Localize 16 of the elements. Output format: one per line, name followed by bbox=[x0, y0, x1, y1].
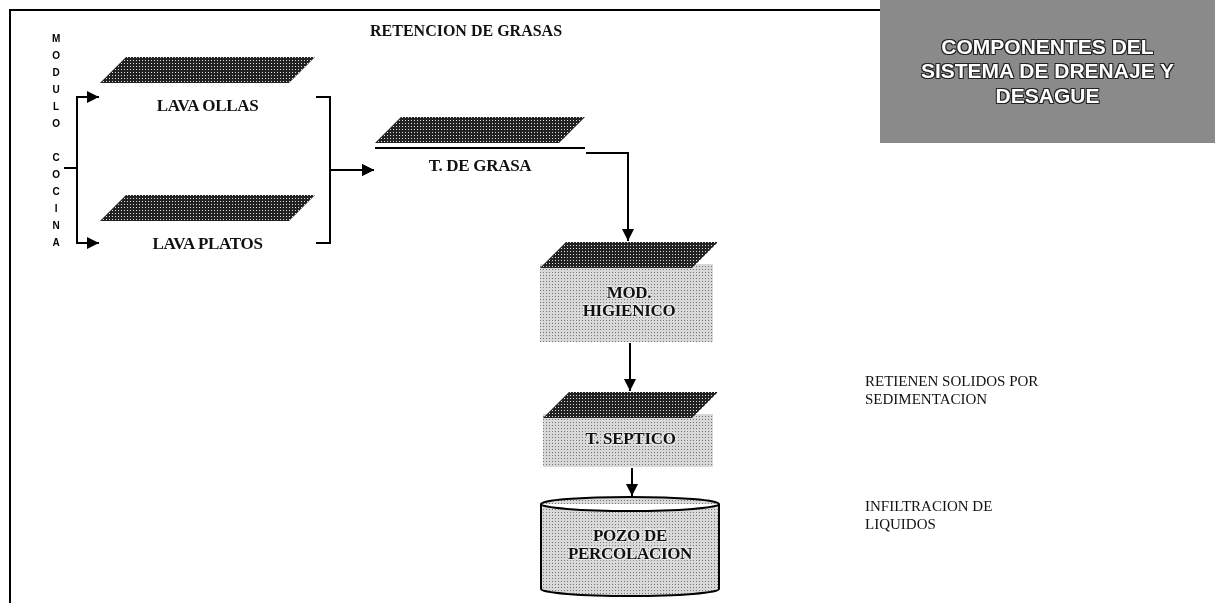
node-label: POZO DE PERCOLACION bbox=[566, 527, 694, 563]
node-label: LAVA OLLAS bbox=[155, 97, 260, 115]
node-label: MOD. HIGIENICO bbox=[581, 284, 677, 320]
title-banner: COMPONENTES DEL SISTEMA DE DRENAJE Y DESAGUE bbox=[880, 0, 1215, 143]
node-label: LAVA PLATOS bbox=[151, 235, 264, 253]
node-label: T. DE GRASA bbox=[427, 157, 533, 175]
note-text: INFILTRACION DE LIQUIDOS bbox=[865, 497, 994, 533]
arrow bbox=[315, 164, 375, 244]
arrow bbox=[585, 152, 634, 242]
arrow bbox=[626, 467, 638, 497]
vertical-label: MODULO COCINA bbox=[51, 32, 61, 250]
note-text: RETIENEN SOLIDOS POR SEDIMENTACION bbox=[865, 372, 1040, 408]
node-label: T. SEPTICO bbox=[584, 430, 677, 448]
heading: RETENCION DE GRASAS bbox=[370, 21, 564, 41]
arrow bbox=[624, 342, 636, 392]
arrow bbox=[63, 167, 100, 249]
